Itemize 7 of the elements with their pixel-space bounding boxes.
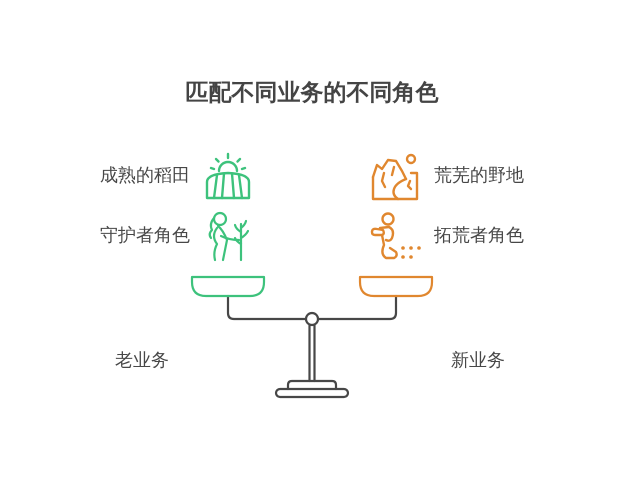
side-label: 老业务 xyxy=(115,350,169,372)
role-label: 拓荒者角色 xyxy=(434,225,524,247)
label: 荒芜的野地 xyxy=(434,165,524,187)
side-label: 新业务 xyxy=(451,350,505,372)
label: 成熟的稻田 xyxy=(100,165,190,187)
title: 匹配不同业务的不同角色 xyxy=(184,79,440,107)
role-label: 守护者角色 xyxy=(100,225,190,247)
